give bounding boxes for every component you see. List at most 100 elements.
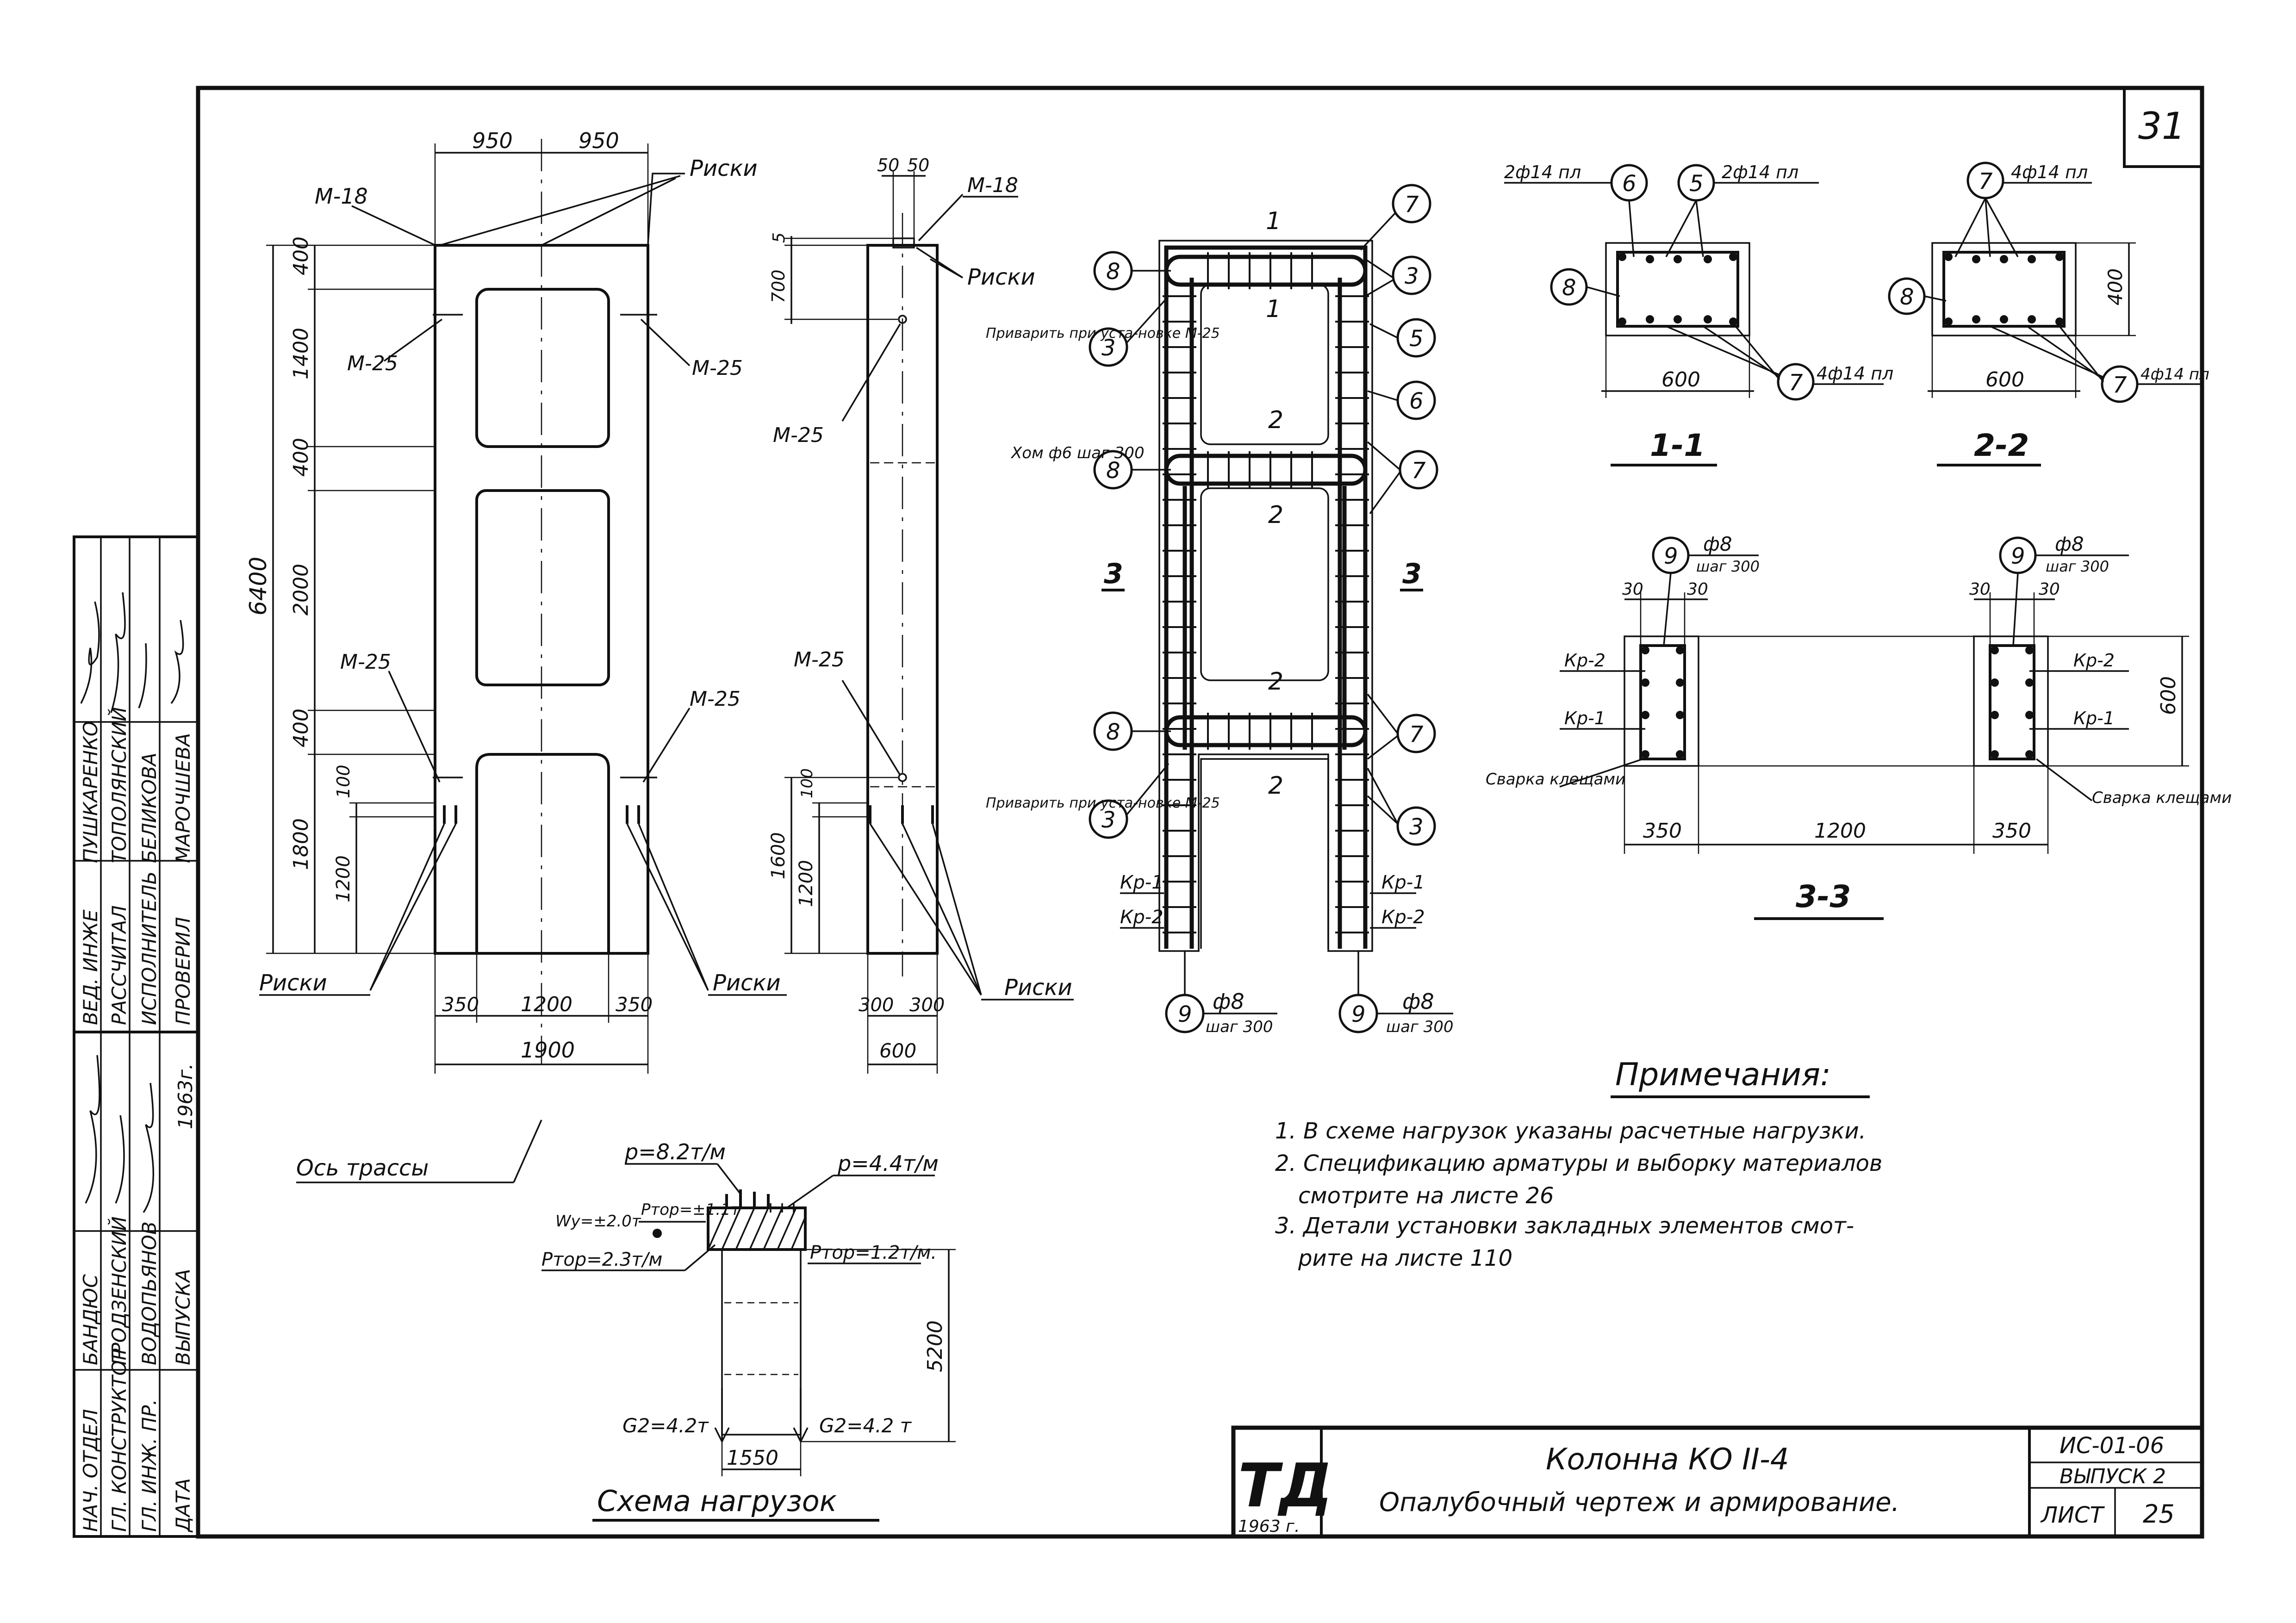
- bubble-7-top: 7: [1392, 184, 1431, 224]
- rebar-dot: [1991, 711, 1999, 719]
- load-title: Схема нагрузок: [597, 1484, 837, 1518]
- rebar-dot: [1674, 315, 1682, 323]
- s33-step-right: шаг 300: [2046, 558, 2109, 575]
- stamp2-role-3: ГЛ. ИНЖ. ПР.: [138, 1399, 161, 1532]
- side-label-riski-bottom: Риски: [1004, 975, 1072, 1001]
- section-1-1: 600 6 5 8 7 2ф14 пл 2ф14 пл 4ф14 пл 1-1: [1504, 162, 1893, 466]
- rebar-dot: [1646, 315, 1654, 323]
- rc-step-right: шаг 300: [1386, 1018, 1454, 1036]
- front-label-m18: М-18: [315, 184, 368, 209]
- bubble-3-top-right: 3: [1392, 255, 1431, 295]
- stamp-name-4: МАРОЧШЕВА: [172, 733, 194, 863]
- front-height-3: 400: [289, 438, 313, 477]
- rc-note-weld-bottom: Приварить при уста-новке М-25: [986, 795, 1220, 811]
- s33-dim-bottom-2: 1200: [1814, 819, 1866, 843]
- front-dim-total: 1900: [521, 1038, 575, 1063]
- rebar-dot: [1991, 646, 1999, 654]
- note-1: 1. В схеме нагрузок указаны расчетные на…: [1275, 1118, 1866, 1144]
- s33-dim-top-2: 30: [1687, 580, 1708, 599]
- svg-text:3: 3: [1101, 807, 1116, 833]
- s11-top-right: 2ф14 пл: [1722, 162, 1798, 182]
- svg-text:8: 8: [1106, 259, 1120, 285]
- side-height-3: 100: [798, 768, 816, 798]
- rebar-dot: [1972, 255, 1980, 263]
- s33-weld-left: Сварка клещами: [1486, 770, 1625, 789]
- rebar-dot: [2025, 711, 2034, 719]
- note-3b: рите на листе 110: [1298, 1245, 1512, 1271]
- rebar-dot: [1641, 646, 1649, 654]
- notes: Примечания: 1. В схеме нагрузок указаны …: [1275, 1057, 1882, 1271]
- side-dim-5: 5: [770, 232, 789, 243]
- front-label-m25-right: М-25: [692, 356, 743, 380]
- front-view: 950 950 6400 400 1400 400 2000 400 1800 …: [245, 128, 787, 1074]
- stamp-role-4: ПРОВЕРИЛ: [172, 917, 194, 1025]
- s33-kr2-left: Кр-2: [1564, 650, 1605, 671]
- side-height-2: 1200: [796, 860, 817, 907]
- s33-step-left: шаг 300: [1696, 558, 1760, 575]
- rebar-dot: [1991, 750, 1999, 759]
- svg-text:5: 5: [1689, 171, 1704, 197]
- title-line-1: Колонна КО II-4: [1546, 1443, 1789, 1477]
- rebar-dot: [1676, 750, 1684, 759]
- bubble-6: 6: [1396, 380, 1436, 420]
- load-dim-height: 5200: [923, 1320, 947, 1372]
- rc-section-mark-1a: 1: [1266, 207, 1281, 235]
- s33-kr1-right: Кр-1: [2073, 708, 2115, 728]
- side-height-1: 1600: [768, 832, 789, 879]
- s33-rebar-dots: [1641, 646, 2034, 759]
- note-2: 2. Спецификацию арматуры и выборку матер…: [1275, 1150, 1882, 1176]
- sheet-number: 25: [2143, 1499, 2175, 1529]
- rebar-dot: [1676, 646, 1684, 654]
- svg-text:7: 7: [2113, 372, 2127, 398]
- s22-top: 4ф14 пл: [2011, 162, 2088, 182]
- title-block: ТД 1963 г. Колонна КО II-4 Опалубочный ч…: [1231, 1425, 2204, 1539]
- load-wy: Wу=±2.0т: [555, 1212, 641, 1231]
- front-height-1: 400: [289, 236, 313, 275]
- rebar-dot: [1704, 255, 1712, 263]
- rebar-dot: [2028, 315, 2036, 323]
- front-label-m25-left-bottom: М-25: [340, 650, 391, 674]
- front-height-4: 2000: [289, 564, 313, 616]
- rc-section-mark-2a: 2: [1268, 406, 1283, 434]
- stamp-name-3: БЕЛИКОВА: [138, 752, 161, 863]
- bubble-8-s22: 8: [1888, 277, 1926, 315]
- rebar-ties: [1163, 252, 1369, 933]
- svg-text:8: 8: [1106, 719, 1120, 745]
- bubble-6-s11: 6: [1610, 164, 1648, 202]
- load-p-tor-mid: Ртор=±1.1т: [641, 1200, 740, 1219]
- bubble-8-mid: 8: [1093, 450, 1133, 490]
- front-label-riski-top: Риски: [690, 155, 758, 181]
- section-3-3: 350 1200 350 600 30 30 30 30 9 ф8 шаг 30…: [1486, 533, 2232, 920]
- svg-text:8: 8: [1900, 284, 1914, 310]
- s33-dim-bottom-1: 350: [1643, 819, 1682, 843]
- s22-rebar-dots: [1944, 253, 2064, 326]
- load-scheme: Ось трассы р=8.2т/м р=4.4т/м Wу=±2.0т Рт…: [296, 1119, 956, 1522]
- front-inner-dim-1: 100: [333, 765, 354, 798]
- note-3: 3. Детали установки закладных элементов …: [1275, 1213, 1854, 1239]
- rebar-dot: [1641, 711, 1649, 719]
- svg-text:7: 7: [1409, 721, 1424, 747]
- bubble-8-top: 8: [1093, 251, 1133, 291]
- svg-text:3: 3: [1101, 335, 1116, 361]
- rebar-dot: [1991, 678, 1999, 687]
- s11-width: 600: [1661, 368, 1700, 392]
- load-g-right: G2=4.2 т: [819, 1414, 912, 1437]
- s11-rebar-dots: [1618, 253, 1737, 326]
- front-dim-bottom-1: 350: [442, 993, 479, 1016]
- bubble-8-low: 8: [1093, 711, 1133, 751]
- rc-note-weld-top: Приварить при уста-новке М-25: [986, 325, 1220, 342]
- s22-width: 600: [1985, 368, 2024, 392]
- rebar-dot: [1944, 317, 1953, 326]
- rebar-dot: [2028, 255, 2036, 263]
- front-inner-dim-2: 1200: [333, 855, 354, 902]
- title-line-2: Опалубочный чертеж и армирование.: [1379, 1487, 1899, 1517]
- logo-year: 1963 г.: [1238, 1517, 1300, 1536]
- svg-text:7: 7: [1789, 370, 1803, 396]
- s33-weld-right: Сварка клещами: [2092, 789, 2232, 807]
- s11-bottom: 4ф14 пл: [1817, 363, 1893, 384]
- rc-section-mark-2b: 2: [1268, 501, 1283, 529]
- s33-dim-top-3: 30: [1969, 580, 1991, 599]
- load-axis-label: Ось трассы: [296, 1155, 429, 1181]
- stamp2-name-3: ВОДОПЬЯНОВ: [138, 1221, 161, 1365]
- s22-bottom: 4ф14 пл: [2140, 365, 2209, 384]
